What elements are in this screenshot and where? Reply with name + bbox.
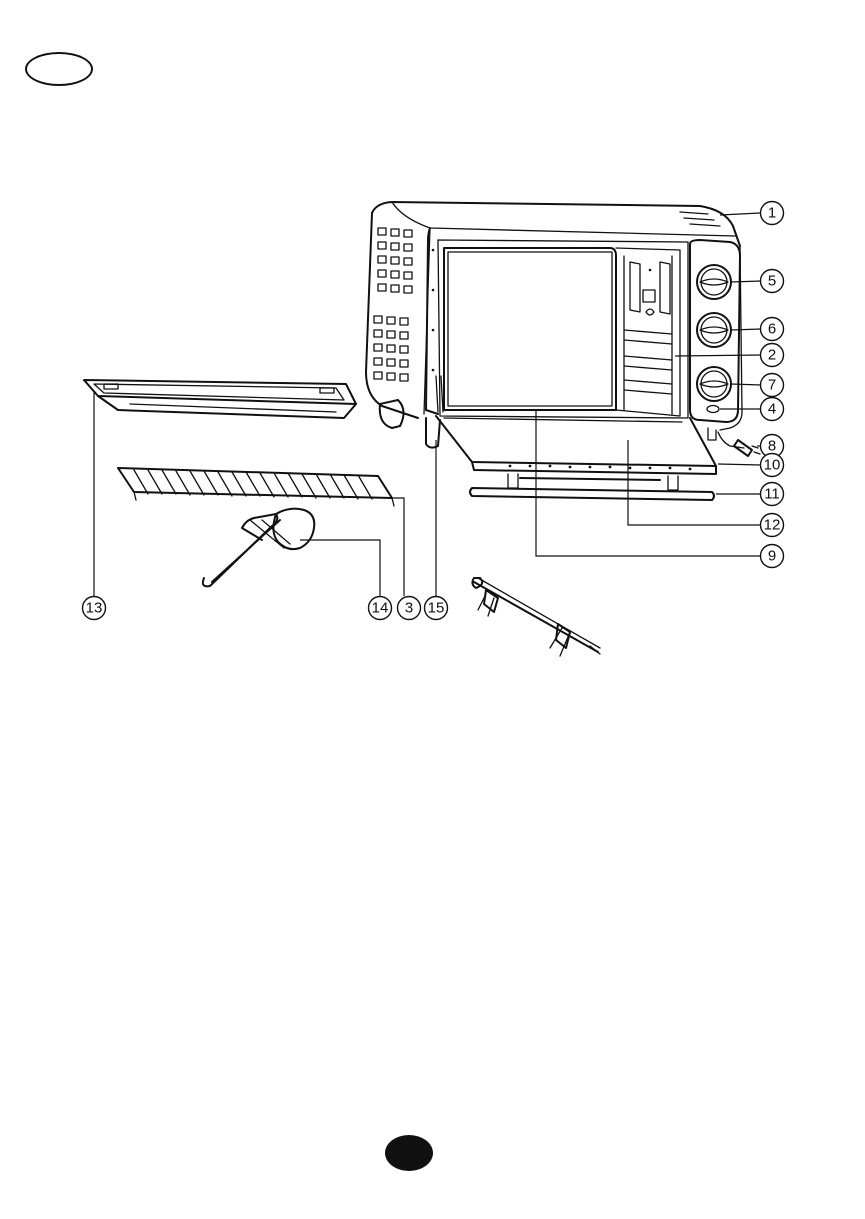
rotisserie-spit	[472, 578, 600, 656]
callout-5: 5	[761, 270, 784, 293]
callout-3-label: 3	[405, 600, 413, 617]
callout-11: 11	[761, 483, 784, 506]
callout-9: 9	[761, 545, 784, 568]
power-indicator-light	[707, 406, 719, 413]
callout-13-label: 13	[86, 600, 103, 617]
callout-7-label: 7	[768, 377, 776, 394]
callout-10: 10	[761, 454, 784, 477]
callout-14-label: 14	[372, 600, 389, 617]
callout-4-label: 4	[768, 401, 776, 418]
callout-3: 3	[398, 597, 421, 620]
power-cord	[718, 432, 760, 456]
callout-15-label: 15	[428, 600, 445, 617]
callout-5-label: 5	[768, 273, 776, 290]
callout-6: 6	[761, 318, 784, 341]
frame-dots	[432, 249, 435, 372]
tray-handle	[203, 509, 314, 587]
oven-door	[426, 416, 716, 490]
callout-10-label: 10	[764, 457, 781, 474]
temperature-knob	[697, 265, 731, 299]
timer-knob	[697, 367, 731, 401]
callout-15: 15	[425, 597, 448, 620]
callout-13: 13	[83, 597, 106, 620]
page-number-badge	[385, 1135, 433, 1171]
callout-1-label: 1	[768, 205, 776, 222]
side-vents	[374, 228, 412, 381]
callout-12-label: 12	[764, 517, 781, 534]
callout-7: 7	[761, 374, 784, 397]
callout-4: 4	[761, 398, 784, 421]
callout-2-label: 2	[768, 347, 776, 364]
callouts: 1 2 3 4 5 6 7	[83, 202, 784, 620]
callout-8-label: 8	[768, 438, 776, 455]
callout-11-label: 11	[764, 486, 780, 503]
baking-tray	[84, 380, 356, 418]
wire-rack	[118, 468, 394, 506]
callout-14: 14	[369, 597, 392, 620]
callout-2: 2	[761, 344, 784, 367]
function-knob	[697, 313, 731, 347]
callout-6-label: 6	[768, 321, 776, 338]
callout-1: 1	[761, 202, 784, 225]
callout-12: 12	[761, 514, 784, 537]
callout-9-label: 9	[768, 548, 776, 565]
